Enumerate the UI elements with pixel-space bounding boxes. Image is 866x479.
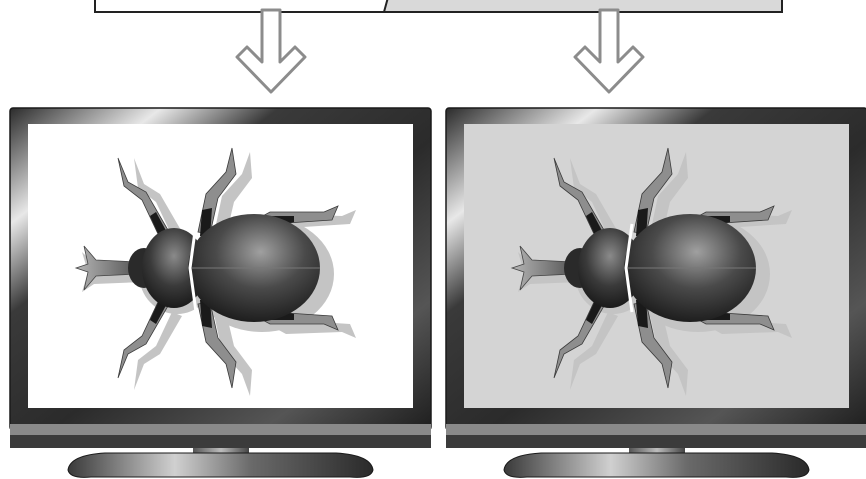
top-bar-left-segment [95, 0, 390, 12]
monitor-bottom-strip [10, 424, 431, 435]
down-arrow-icon [575, 10, 643, 92]
top-comparison-bar [95, 0, 782, 12]
monitor-bottom-strip [446, 424, 866, 435]
monitor-stand [68, 453, 373, 477]
monitor-stand [504, 453, 809, 477]
top-bar-right-segment [384, 0, 782, 12]
down-arrow-icon [237, 10, 305, 92]
